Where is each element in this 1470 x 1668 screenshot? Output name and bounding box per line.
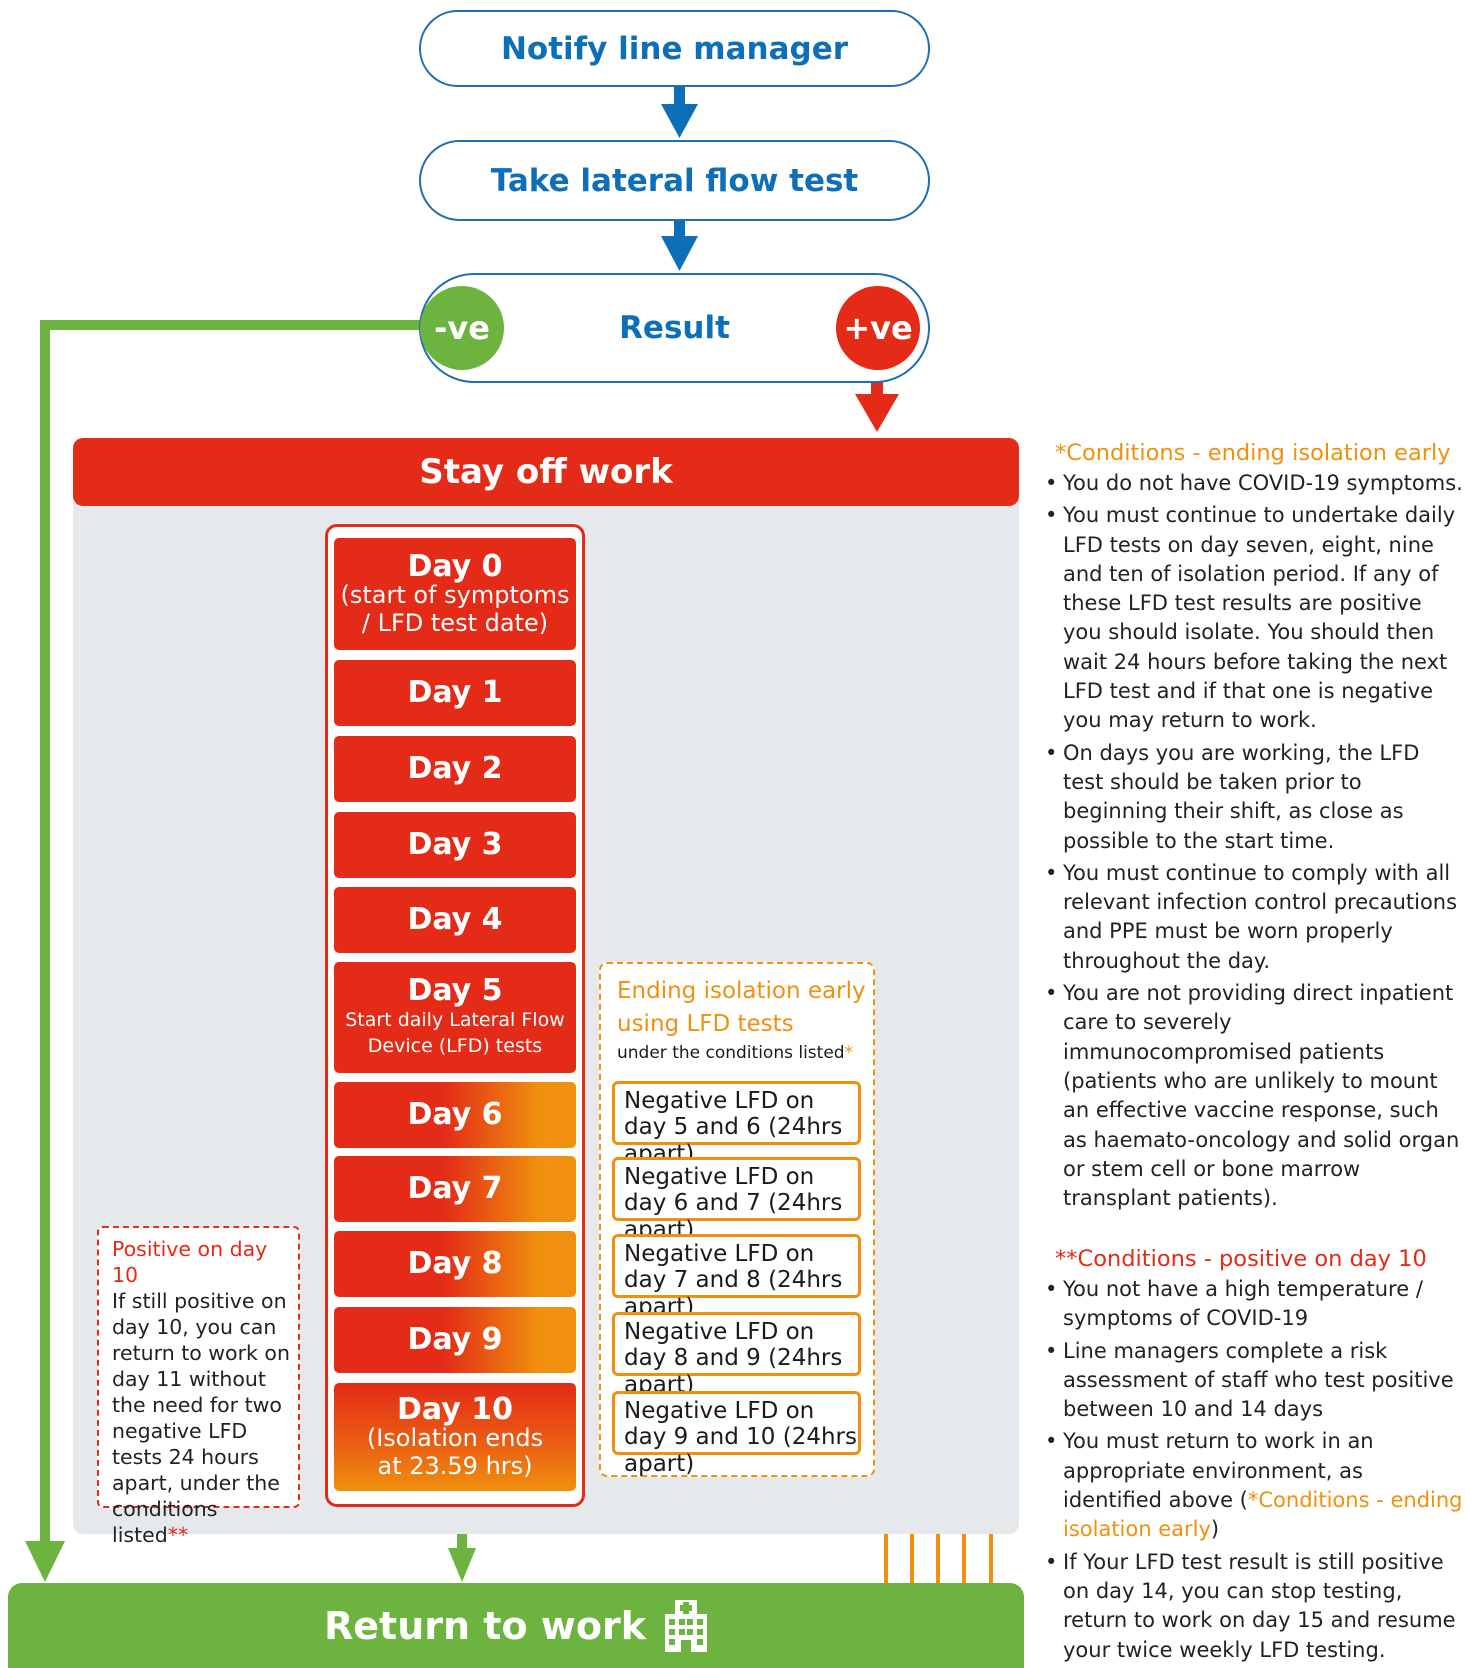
day-0-box: Day 0 (start of symptoms / LFD test date… xyxy=(334,538,576,650)
subheading-star: * xyxy=(844,1043,854,1063)
day-10-title: Day 10 xyxy=(397,1391,513,1427)
positive-on-day-10-heading: Positive on day 10 xyxy=(112,1237,268,1287)
negative-result-badge: -ve xyxy=(420,286,504,370)
conditions-early-item: You are not providing direct inpatient c… xyxy=(1045,979,1464,1213)
conditions-early-item: On days you are working, the LFD test sh… xyxy=(1045,739,1464,856)
day-1-title: Day 1 xyxy=(407,675,503,711)
day-9-box: Day 9 xyxy=(334,1307,576,1373)
day-1-box: Day 1 xyxy=(334,660,576,726)
take-lateral-flow-test-step: Take lateral flow test xyxy=(419,140,930,221)
ending-isolation-early-heading: Ending isolation early using LFD tests xyxy=(617,978,866,1037)
item3-link: *Conditions - ending isolation early xyxy=(1063,1488,1463,1542)
day-4-box: Day 4 xyxy=(334,887,576,953)
conditions-positive-item: Line managers complete a risk assessment… xyxy=(1045,1337,1464,1425)
day-8-box: Day 8 xyxy=(334,1231,576,1297)
day-9-title: Day 9 xyxy=(407,1322,503,1358)
day-3-title: Day 3 xyxy=(407,827,503,863)
stay-off-work-banner: Stay off work xyxy=(73,438,1019,506)
day-7-box: Day 7 xyxy=(334,1156,576,1222)
item3-after: ) xyxy=(1210,1517,1220,1542)
negative-lfd-day-7-8: Negative LFD on day 7 and 8 (24hrs apart… xyxy=(612,1234,861,1320)
negative-lfd-day-6-7: Negative LFD on day 6 and 7 (24hrs apart… xyxy=(612,1157,861,1243)
positive-on-day-10-box: Positive on day 10 If still positive on … xyxy=(97,1226,300,1547)
day-8-title: Day 8 xyxy=(407,1246,503,1282)
conditions-early-section: *Conditions - ending isolation early You… xyxy=(1045,437,1464,1213)
negative-lfd-day-5-6: Negative LFD on day 5 and 6 (24hrs apart… xyxy=(612,1081,861,1167)
hospital-icon xyxy=(665,1599,707,1652)
day-5-note: Start daily Lateral Flow Device (LFD) te… xyxy=(345,1008,565,1058)
conditions-early-item: You must continue to comply with all rel… xyxy=(1045,859,1464,976)
day-2-box: Day 2 xyxy=(334,736,576,802)
negative-lfd-day-9-10: Negative LFD on day 9 and 10 (24hrs apar… xyxy=(612,1391,861,1477)
arrow-test-to-result xyxy=(661,219,698,271)
conditions-early-heading: *Conditions - ending isolation early xyxy=(1055,440,1451,466)
item3-before: You must return to work in an appropriat… xyxy=(1063,1429,1374,1513)
result-label: Result xyxy=(619,310,730,346)
day-0-note: (start of symptoms / LFD test date) xyxy=(340,581,570,637)
negative-lfd-day-8-9: Negative LFD on day 8 and 9 (24hrs apart… xyxy=(612,1312,861,1398)
positive-on-day-10-stars: ** xyxy=(167,1523,189,1547)
subheading-text: under the conditions listed xyxy=(617,1043,845,1063)
conditions-positive-section: **Conditions - positive on day 10 You no… xyxy=(1045,1243,1464,1665)
day-10-note: (Isolation ends at 23.59 hrs) xyxy=(366,1424,544,1480)
ending-isolation-early-subheading: under the conditions listed* xyxy=(617,1040,873,1066)
day-5-box: Day 5 Start daily Lateral Flow Device (L… xyxy=(334,962,576,1073)
positive-result-badge: +ve xyxy=(836,286,920,370)
arrow-negative-to-return xyxy=(25,320,420,1582)
day-5-title: Day 5 xyxy=(407,973,503,1009)
conditions-positive-list: You not have a high temperature / sympto… xyxy=(1045,1275,1464,1665)
arrow-notify-to-test xyxy=(661,86,698,138)
conditions-positive-item: You not have a high temperature / sympto… xyxy=(1045,1275,1464,1334)
conditions-positive-heading: **Conditions - positive on day 10 xyxy=(1055,1246,1427,1272)
conditions-positive-item: You must return to work in an appropriat… xyxy=(1045,1427,1464,1544)
day-6-title: Day 6 xyxy=(407,1097,503,1133)
notify-line-manager-step: Notify line manager xyxy=(419,10,930,87)
return-to-work-banner: Return to work xyxy=(8,1583,1024,1668)
positive-on-day-10-body: If still positive on day 10, you can ret… xyxy=(112,1288,294,1548)
day-2-title: Day 2 xyxy=(407,751,503,787)
conditions-early-item: You must continue to undertake daily LFD… xyxy=(1045,501,1464,735)
day-10-box: Day 10 (Isolation ends at 23.59 hrs) xyxy=(334,1383,576,1491)
positive-on-day-10-text: If still positive on day 10, you can ret… xyxy=(112,1289,290,1547)
day-0-title: Day 0 xyxy=(407,548,503,584)
return-to-work-label: Return to work xyxy=(324,1603,646,1648)
conditions-early-list: You do not have COVID-19 symptoms. You m… xyxy=(1045,469,1464,1213)
day-3-box: Day 3 xyxy=(334,812,576,878)
day-6-box: Day 6 xyxy=(334,1082,576,1148)
day-7-title: Day 7 xyxy=(407,1171,503,1207)
conditions-early-item: You do not have COVID-19 symptoms. xyxy=(1045,469,1464,499)
conditions-positive-item: If Your LFD test result is still positiv… xyxy=(1045,1548,1464,1665)
day-4-title: Day 4 xyxy=(407,902,503,938)
